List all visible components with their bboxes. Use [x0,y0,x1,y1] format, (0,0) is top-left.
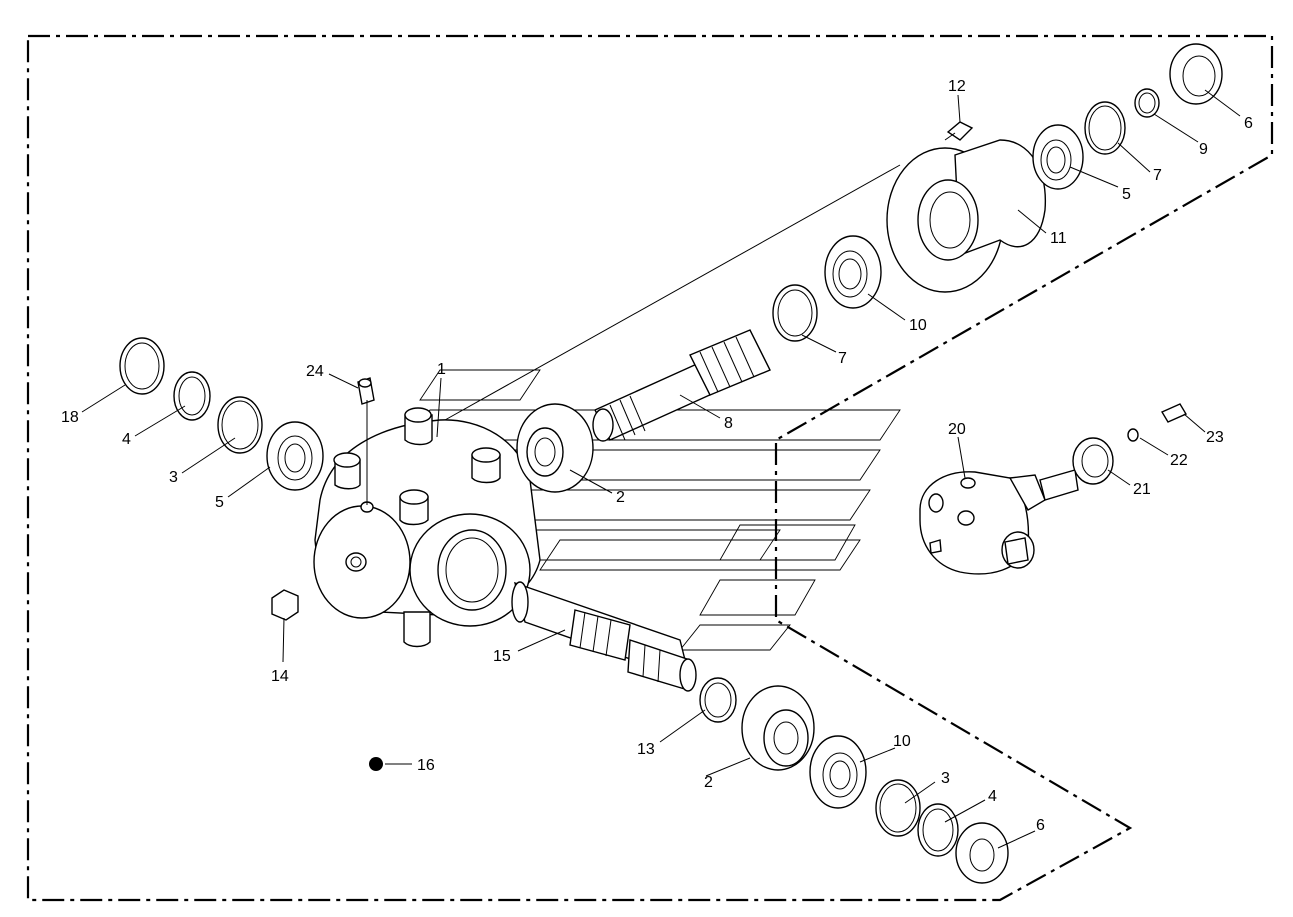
callout-6-upper: 6 [1244,115,1253,132]
callout-2-upper: 2 [616,489,625,506]
callout-18: 18 [61,409,79,426]
diagram-border [26,34,1274,902]
callout-5-upper: 5 [1122,186,1131,203]
washer-22 [1127,428,1139,442]
callout-16: 16 [417,757,435,774]
callout-21: 21 [1133,481,1151,498]
bevel-gear-upper [516,403,594,493]
callout-10-lower: 10 [893,733,911,750]
grease-nipple [357,377,375,405]
seal-ring-lower [875,779,921,837]
circlip-lower [917,803,959,857]
bolt-23 [1160,403,1188,423]
output-shaft [511,581,697,692]
callout-24: 24 [306,363,324,380]
callout-6-lower: 6 [1036,817,1045,834]
callout-8: 8 [724,415,733,432]
callout-7-upper-right: 7 [1153,167,1162,184]
seal-ring-upper [772,284,818,342]
callout-2-lower: 2 [704,774,713,791]
bearing-lower [809,735,867,809]
callout-4-lower: 4 [988,788,997,805]
ring-21 [1072,437,1114,485]
left-side-parts [119,337,324,491]
callout-20: 20 [948,421,966,438]
callout-13: 13 [637,741,655,758]
callout-1: 1 [437,361,446,378]
bearing-upper-right [1032,124,1084,190]
bearing-cap [886,139,1047,293]
circlip-13 [699,677,737,723]
callout-7-upper: 7 [838,350,847,367]
drain-plug [271,589,299,621]
cover-lower [955,822,1009,884]
callout-11: 11 [1050,230,1067,247]
gear-housing [313,407,541,648]
cover-upper [1169,43,1223,105]
callout-5-left: 5 [215,494,224,511]
callout-labels: 1 2 2 3 3 4 4 5 5 6 6 7 7 8 9 10 10 11 1… [61,78,1253,834]
callout-23: 23 [1206,429,1224,446]
bolt-12 [944,121,974,141]
input-shaft [592,329,771,442]
sealant-dot [369,757,383,771]
leader-lines [81,89,1241,849]
callout-4-left: 4 [122,431,131,448]
callout-15: 15 [493,648,511,665]
callout-3-left: 3 [169,469,178,486]
bearing-upper [824,235,882,309]
callout-12: 12 [948,78,966,95]
callout-22: 22 [1170,452,1188,469]
callout-9: 9 [1199,141,1208,158]
bevel-gear-lower [741,685,815,771]
callout-14: 14 [271,668,289,685]
assembled-gearbox [919,469,1079,575]
callout-10-upper: 10 [909,317,927,334]
callout-3-lower: 3 [941,770,950,787]
seal-ring-upper-right [1084,101,1126,155]
